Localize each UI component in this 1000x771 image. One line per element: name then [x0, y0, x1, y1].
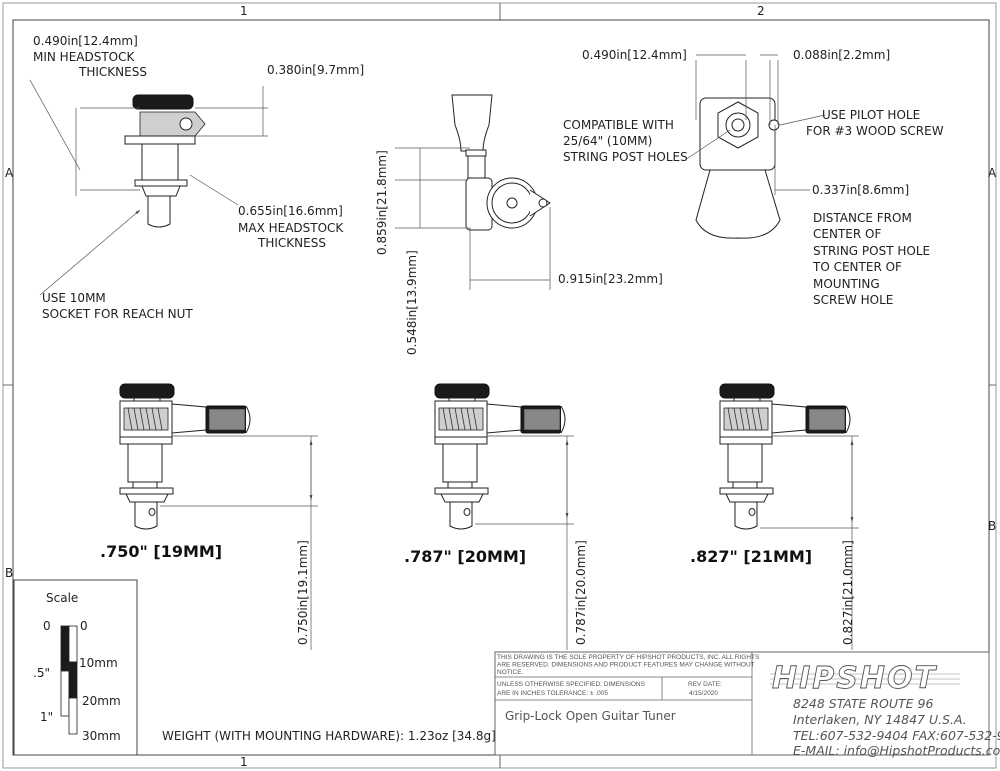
hipshot-logo: HIPSHOT [772, 661, 937, 696]
property-notice-2: ARE RESERVED. DIMENSIONS AND PRODUCT FEA… [497, 662, 755, 669]
variant-787 [434, 383, 574, 650]
property-notice-3: NOTICE. [497, 669, 524, 676]
scale-inch-1: 1" [40, 710, 53, 724]
zone-row-a-right: A [988, 166, 997, 180]
pilot-note: USE PILOT HOLE [822, 108, 920, 122]
scale-mm-0: 0 [80, 619, 88, 633]
tuner-back-view [684, 54, 826, 239]
zone-row-a: A [5, 166, 14, 180]
max-thickness-label-2: THICKNESS [257, 236, 326, 250]
variant-787-label: .787" [20MM] [404, 547, 526, 566]
drawing-title: Grip-Lock Open Guitar Tuner [505, 709, 676, 723]
rev-label: REV DATE: [688, 681, 722, 688]
variant-787-dim: 0.787in[20.0mm] [574, 540, 588, 645]
scale-mm-20: 20mm [82, 694, 121, 708]
min-thickness-label: MIN HEADSTOCK [33, 50, 136, 64]
scale-inch-0: 0 [43, 619, 51, 633]
zone-column-1: 1 [240, 4, 248, 18]
svg-text:MOUNTING: MOUNTING [813, 277, 880, 291]
scale-bar [13, 579, 138, 756]
svg-text:STRING POST HOLE: STRING POST HOLE [813, 244, 930, 258]
zone-row-b: B [5, 566, 13, 580]
front-width-dim: 0.915in[23.2mm] [558, 272, 663, 286]
variant-750-label: .750" [19MM] [100, 542, 222, 561]
min-thickness-dim: 0.490in[12.4mm] [33, 34, 138, 48]
distance-note: DISTANCE FROM CENTER OF STRING POST HOLE… [812, 211, 930, 307]
front-lower-dim: 0.548in[13.9mm] [405, 250, 419, 355]
logo-strings [770, 673, 960, 685]
scale-mm-10: 10mm [79, 656, 118, 670]
tolerance-note: UNLESS OTHERWISE SPECIFIED: DIMENSIONS [497, 681, 646, 688]
scale-title: Scale [46, 591, 78, 605]
tuner-front-view [395, 94, 551, 290]
svg-text:SCREW HOLE: SCREW HOLE [813, 293, 893, 307]
compat-note-2: 25/64" (10MM) [563, 134, 652, 148]
title-block [494, 651, 990, 756]
scale-inch-half: .5" [33, 666, 50, 680]
tolerance-note-2: ARE IN INCHES TOLERANCE: ± .005 [497, 690, 608, 697]
address-line-2: Interlaken, NY 14847 U.S.A. [793, 712, 967, 727]
rev-date: 4/15/2020 [689, 690, 718, 697]
scale-mm-30: 30mm [82, 729, 121, 743]
compat-note: COMPATIBLE WITH [563, 118, 674, 132]
top-dim: 0.380in[9.7mm] [267, 63, 364, 77]
back-width-dim: 0.490in[12.4mm] [582, 48, 687, 62]
svg-text:DISTANCE FROM: DISTANCE FROM [813, 211, 912, 225]
distance-dim: 0.337in[8.6mm] [812, 183, 909, 197]
max-thickness-dim: 0.655in[16.6mm] [238, 204, 343, 218]
pilot-note-2: FOR #3 WOOD SCREW [806, 124, 944, 138]
variant-827-dim: 0.827in[21.0mm] [841, 540, 855, 645]
max-thickness-label: MAX HEADSTOCK [238, 221, 344, 235]
compat-note-3: STRING POST HOLES [563, 150, 688, 164]
socket-note-2: SOCKET FOR REACH NUT [42, 307, 193, 321]
property-notice: THIS DRAWING IS THE SOLE PROPERTY OF HIP… [497, 654, 760, 661]
variant-750 [119, 383, 318, 650]
back-offset-dim: 0.088in[2.2mm] [793, 48, 890, 62]
phone-fax: TEL:607-532-9404 FAX:607-532-9530 [793, 728, 1000, 743]
min-thickness-label-2: THICKNESS [78, 65, 147, 79]
address-line-1: 8248 STATE ROUTE 96 [793, 696, 933, 711]
svg-text:TO CENTER OF: TO CENTER OF [812, 260, 902, 274]
weight-note: WEIGHT (WITH MOUNTING HARDWARE): 1.23oz … [162, 729, 496, 743]
variant-827 [719, 383, 859, 650]
zone-column-1-bottom: 1 [240, 755, 248, 769]
socket-note: USE 10MM [42, 291, 106, 305]
front-height-dim: 0.859in[21.8mm] [375, 150, 389, 255]
svg-text:CENTER OF: CENTER OF [813, 227, 881, 241]
zone-column-2: 2 [757, 4, 765, 18]
zone-row-b-right: B [988, 519, 996, 533]
variant-827-label: .827" [21MM] [690, 547, 812, 566]
email: E-MAIL: info@HipshotProducts.com [793, 743, 1000, 758]
headstock-side-view [29, 79, 268, 296]
variant-750-dim: 0.750in[19.1mm] [296, 540, 310, 645]
